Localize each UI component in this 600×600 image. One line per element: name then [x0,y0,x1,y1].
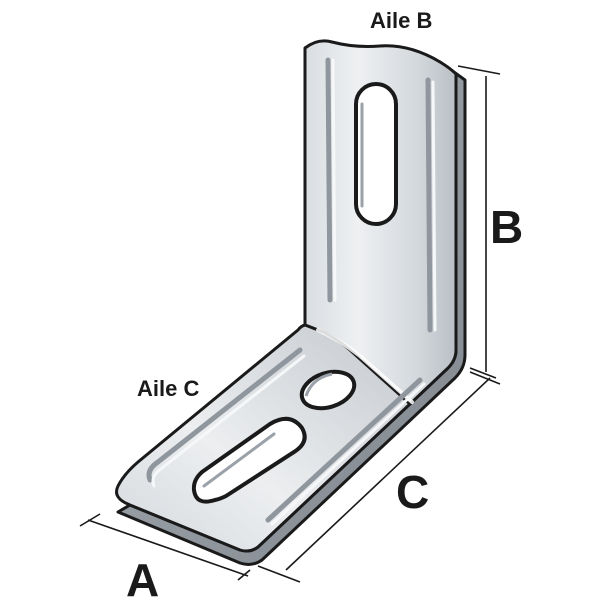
slot-b [354,82,398,226]
rib-c-bottom-hl [270,382,426,526]
label-dim-c: C [396,466,429,518]
rib-b-left [325,57,333,303]
bend-highlight [316,328,414,404]
rib-b-left-hl [331,58,337,302]
round-hole-c [299,369,357,411]
rib-c-bottom [265,377,423,523]
dimension-a [79,513,251,581]
label-aile-b: Aile B [370,8,432,33]
rib-c-top-hl [151,354,306,488]
label-dim-b: B [490,201,523,253]
label-dim-a: A [126,554,159,600]
dimension-c [257,371,501,583]
dimension-b [457,65,501,379]
label-aile-c: Aile C [137,376,199,401]
bracket [115,39,467,566]
rib-b-right [425,77,433,333]
rib-c-top [146,347,303,483]
slot-c [191,416,307,504]
rib-b-right-hl [431,80,437,332]
